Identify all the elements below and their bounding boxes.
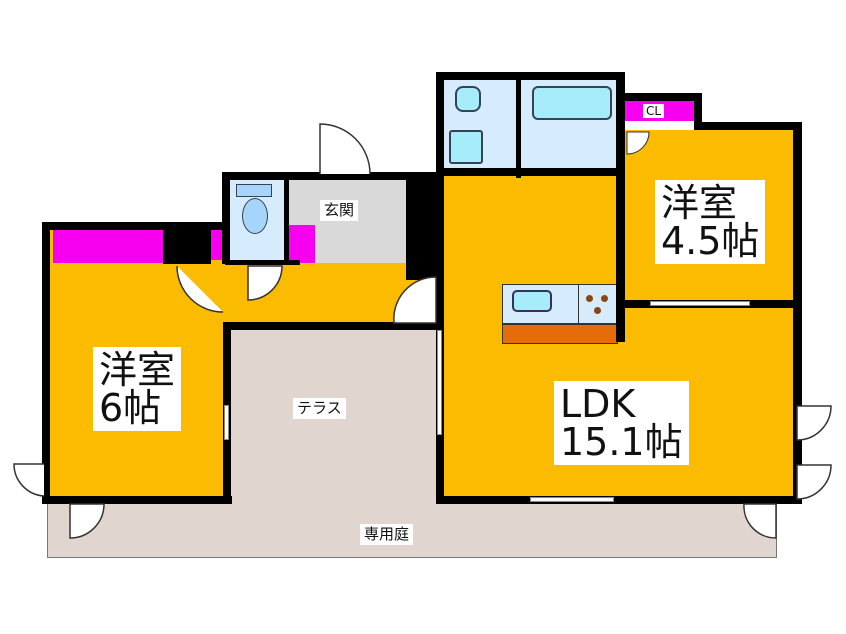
- toilet-bowl-icon: [242, 198, 268, 234]
- ldk-door-icon: [393, 276, 437, 324]
- window: [437, 330, 442, 435]
- window: [224, 405, 229, 440]
- wall: [694, 93, 702, 130]
- window: [650, 301, 750, 306]
- entrance-label: 玄関: [320, 200, 359, 221]
- toilet-tank-icon: [236, 184, 272, 197]
- washing-machine-icon: [449, 130, 483, 164]
- wall: [222, 172, 230, 264]
- room6-door-icon: [176, 265, 224, 313]
- wall: [436, 72, 624, 80]
- room-label: 洋室 6帖: [93, 347, 182, 431]
- wall: [436, 72, 444, 502]
- kitchen-sink-icon: [512, 290, 552, 312]
- room-size: 6帖: [99, 386, 162, 430]
- stove-burner-icon: [586, 295, 593, 302]
- room-label: 洋室 4.5帖: [655, 180, 766, 264]
- room45-door-icon: [626, 131, 650, 155]
- wall: [222, 172, 444, 180]
- wall: [225, 260, 300, 265]
- garden-door-left-icon: [13, 463, 45, 497]
- room-size: 4.5帖: [661, 219, 760, 263]
- kitchen-divider: [578, 284, 579, 324]
- garden-door-bottom-icon: [69, 503, 105, 539]
- wall: [42, 222, 50, 504]
- room-name: LDK: [560, 382, 636, 426]
- window: [530, 497, 614, 502]
- closet-label: CL: [643, 104, 665, 118]
- room-name: 洋室: [99, 348, 176, 392]
- garden-door-right-icon: [743, 503, 777, 539]
- garden-label: 専用庭: [360, 524, 414, 545]
- wall: [616, 93, 702, 101]
- entrance-shoe-storage: [288, 225, 315, 263]
- terrace-label: テラス: [293, 398, 346, 419]
- wall: [440, 168, 620, 176]
- wall: [436, 496, 802, 504]
- ldk-side-door-icon: [796, 464, 832, 500]
- entrance-door-icon: [319, 123, 371, 175]
- wall: [42, 222, 222, 230]
- wall: [284, 178, 289, 264]
- wall: [516, 80, 521, 178]
- stove-burner-icon: [594, 307, 601, 314]
- wall: [694, 122, 802, 130]
- room-name: 洋室: [661, 181, 738, 225]
- room-label: LDK 15.1帖: [554, 381, 689, 465]
- wall: [163, 222, 211, 264]
- wall: [793, 122, 802, 504]
- wall: [223, 322, 443, 330]
- ldk-side-door-icon: [796, 405, 832, 441]
- wall: [616, 72, 625, 342]
- bathtub-icon: [532, 86, 612, 120]
- western-room-6-closet: [53, 230, 163, 263]
- wall: [42, 496, 232, 504]
- stove-burner-icon: [601, 295, 608, 302]
- washbasin-icon: [455, 86, 481, 112]
- toilet-door-icon: [247, 265, 283, 301]
- kitchen-cabinet: [502, 324, 618, 344]
- room-size: 15.1帖: [560, 420, 683, 464]
